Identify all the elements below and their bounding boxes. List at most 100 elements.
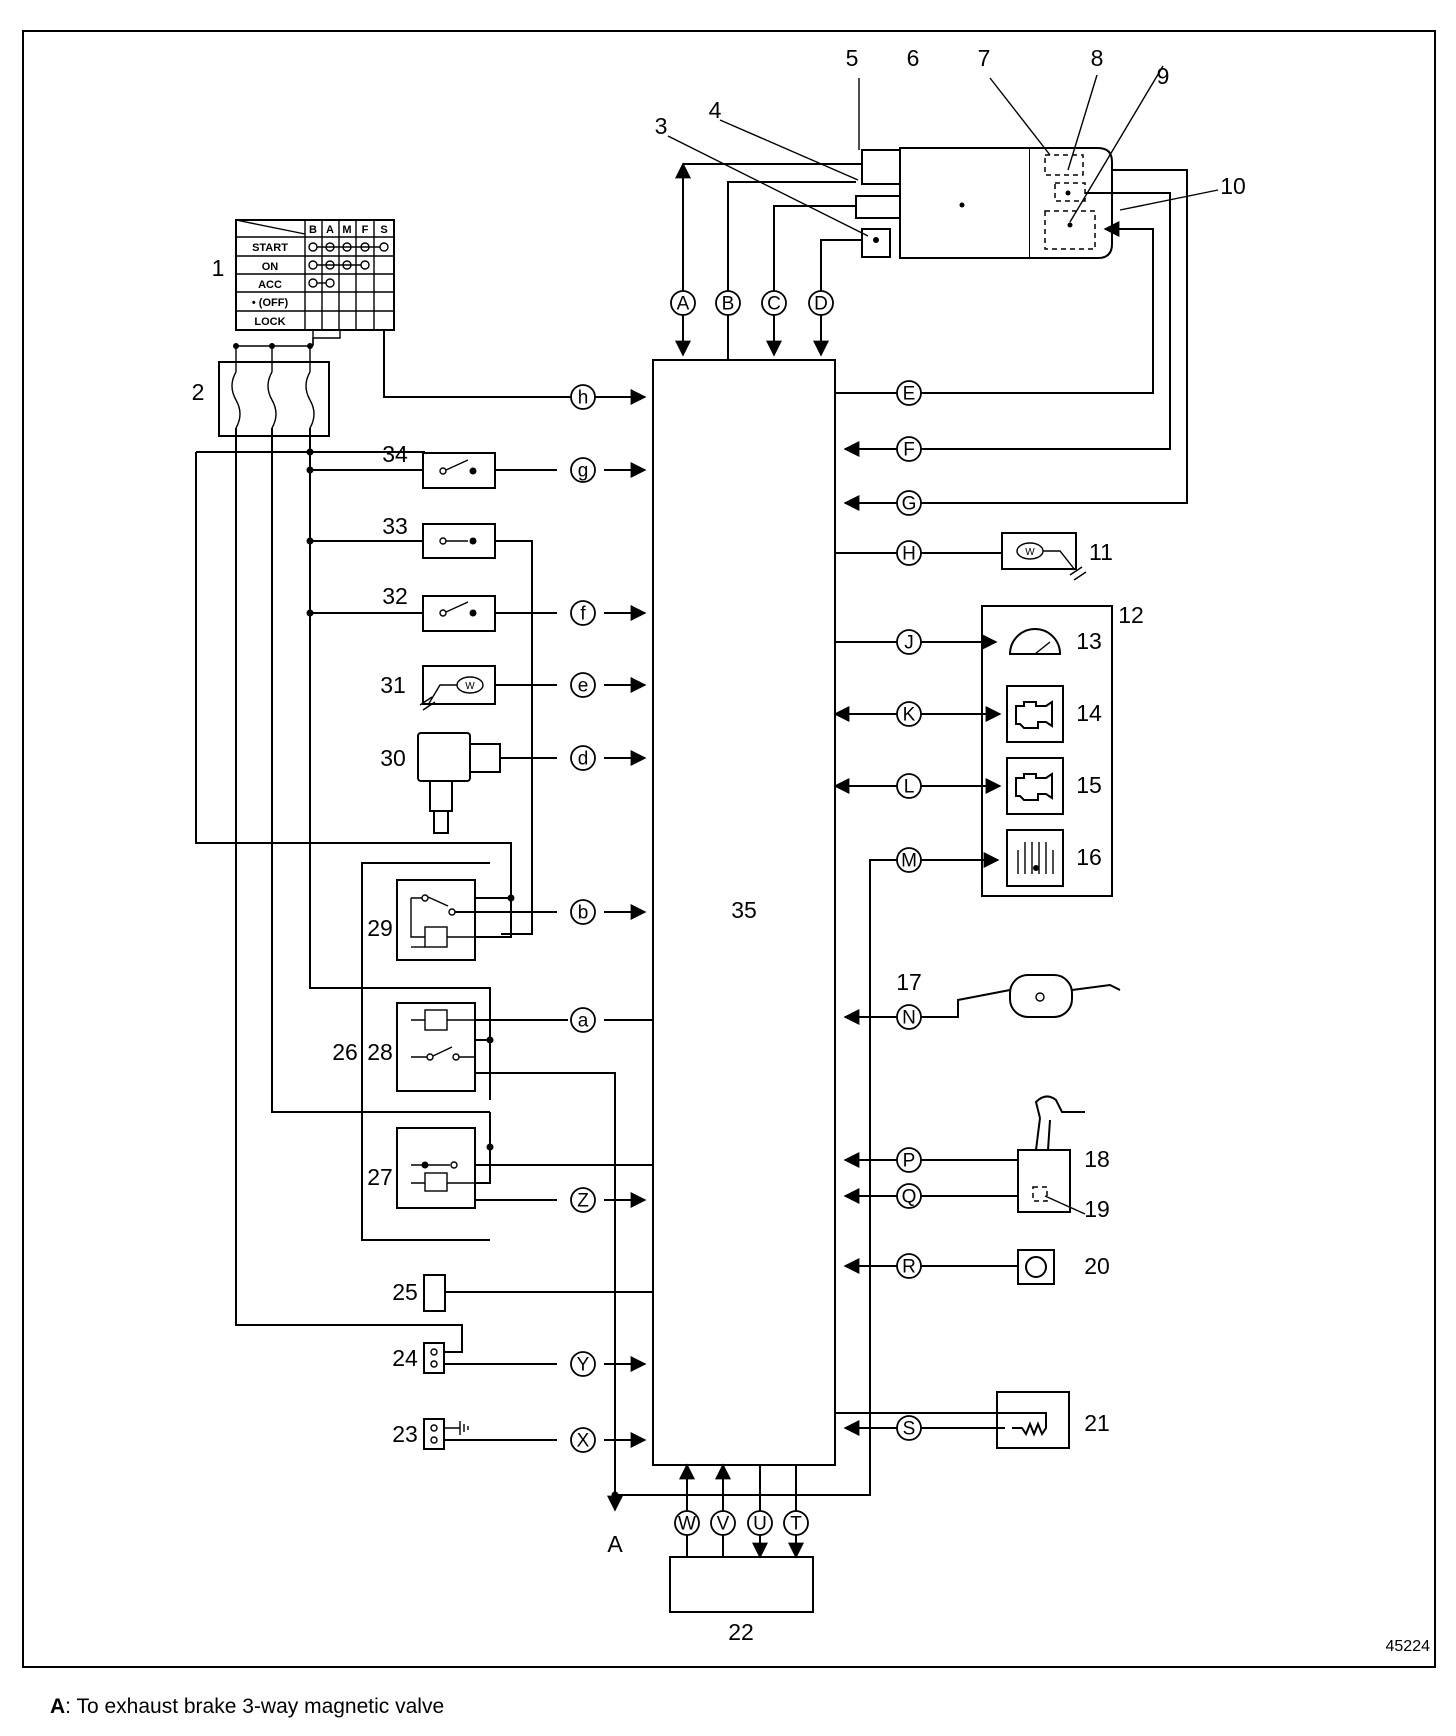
injection-pump-unit	[855, 147, 1113, 259]
callout-33: 33	[382, 513, 408, 539]
callout-15: 15	[1076, 772, 1102, 798]
terminal-U-bottom: U	[747, 1510, 773, 1536]
callout-12: 12	[1118, 602, 1144, 628]
terminal-D-top: D	[808, 290, 834, 316]
component-25	[423, 1274, 446, 1312]
svg-text:ACC: ACC	[258, 279, 282, 291]
svg-text:F: F	[903, 440, 915, 461]
speed-sensor-icon	[1017, 1095, 1085, 1213]
callout-28: 28	[367, 1039, 393, 1065]
svg-text:Q: Q	[902, 1187, 917, 1208]
terminal-e-lower: e	[570, 672, 596, 698]
relay-27	[396, 1112, 653, 1209]
terminal-F: F	[896, 436, 922, 462]
svg-text:Y: Y	[577, 1355, 590, 1376]
terminal-S: S	[896, 1415, 922, 1441]
terminal-T-bottom: T	[783, 1510, 809, 1536]
terminal-a-lower: a	[570, 1007, 596, 1033]
terminal-N: N	[896, 1004, 922, 1030]
callout-20: 20	[1084, 1253, 1110, 1279]
switch-34	[422, 452, 647, 489]
terminal-h-lower: h	[570, 384, 596, 410]
callout-7: 7	[978, 45, 991, 71]
svg-text:A: A	[677, 294, 690, 315]
callout-14: 14	[1076, 700, 1102, 726]
svg-text:LOCK: LOCK	[254, 316, 285, 328]
diagram-frame	[22, 30, 1436, 1668]
svg-text:F: F	[362, 224, 369, 236]
svg-text:G: G	[902, 494, 917, 515]
terminal-Q: Q	[896, 1183, 922, 1209]
svg-text:T: T	[790, 1514, 802, 1535]
callout-24: 24	[392, 1345, 418, 1371]
callout-13: 13	[1076, 628, 1102, 654]
svg-text:E: E	[903, 384, 916, 405]
terminal-H: H	[896, 540, 922, 566]
svg-text:V: V	[717, 1514, 730, 1535]
sensor-11: W	[1001, 532, 1087, 581]
terminal-Y-lower: Y	[570, 1351, 596, 1377]
callout-17: 17	[896, 969, 922, 995]
engine-warning-icon	[1006, 685, 1064, 743]
svg-text:L: L	[904, 777, 915, 798]
sensor-30	[417, 732, 647, 834]
terminal-R: R	[896, 1253, 922, 1279]
terminal-M: M	[896, 847, 922, 873]
terminal-X-lower: X	[570, 1427, 596, 1453]
svg-text:• (OFF): • (OFF)	[252, 297, 289, 309]
connector-24	[423, 1342, 647, 1374]
fuse-box	[218, 338, 330, 437]
svg-text:M: M	[901, 851, 917, 872]
svg-text:START: START	[252, 242, 288, 254]
terminal-P: P	[896, 1147, 922, 1173]
arrow-a-label: A	[607, 1531, 623, 1557]
caption-text: : To exhaust brake 3-way magnetic valve	[65, 1695, 445, 1718]
callout-27: 27	[367, 1164, 393, 1190]
callout-25: 25	[392, 1279, 418, 1305]
svg-text:U: U	[753, 1514, 767, 1535]
callout-2: 2	[192, 379, 205, 405]
terminal-B-top: B	[715, 290, 741, 316]
ignition-switch-table: B A M F S START ON ACC • (OFF) LOCK	[235, 219, 647, 405]
terminal-Z-lower: Z	[570, 1187, 596, 1213]
callout-1: 1	[212, 255, 225, 281]
engine-warning-icon-2	[1006, 757, 1064, 815]
svg-text:K: K	[903, 705, 916, 726]
svg-text:W: W	[1025, 547, 1035, 558]
svg-text:Z: Z	[577, 1191, 589, 1212]
svg-text:N: N	[902, 1008, 916, 1029]
svg-text:S: S	[380, 224, 387, 236]
terminal-b-lower: b	[570, 899, 596, 925]
terminal-A-top: A	[670, 290, 696, 316]
terminal-K: K	[896, 701, 922, 727]
sensor-21	[835, 1391, 1070, 1449]
callout-21: 21	[1084, 1410, 1110, 1436]
svg-text:a: a	[578, 1011, 589, 1032]
terminal-E: E	[896, 380, 922, 406]
callout-23: 23	[392, 1421, 418, 1447]
svg-text:R: R	[902, 1257, 916, 1278]
switch-33	[422, 523, 533, 935]
svg-text:A: A	[326, 224, 334, 236]
engine-control-unit	[652, 359, 836, 1466]
relay-29	[396, 879, 647, 961]
svg-text:h: h	[578, 388, 589, 409]
terminal-W-bottom: W	[674, 1510, 700, 1536]
callout-29: 29	[367, 915, 393, 941]
svg-text:g: g	[578, 461, 589, 482]
callout-19: 19	[1084, 1196, 1110, 1222]
callout-5: 5	[846, 45, 859, 71]
callout-16: 16	[1076, 844, 1102, 870]
connector-23	[423, 1418, 647, 1450]
callout-11: 11	[1089, 539, 1113, 565]
svg-text:M: M	[342, 224, 351, 236]
svg-text:ON: ON	[262, 261, 279, 273]
svg-text:H: H	[902, 544, 916, 565]
terminal-g-lower: g	[570, 457, 596, 483]
callout-6: 6	[907, 45, 920, 71]
svg-text:B: B	[309, 224, 317, 236]
terminal-d-lower: d	[570, 745, 596, 771]
svg-text:e: e	[578, 676, 589, 697]
